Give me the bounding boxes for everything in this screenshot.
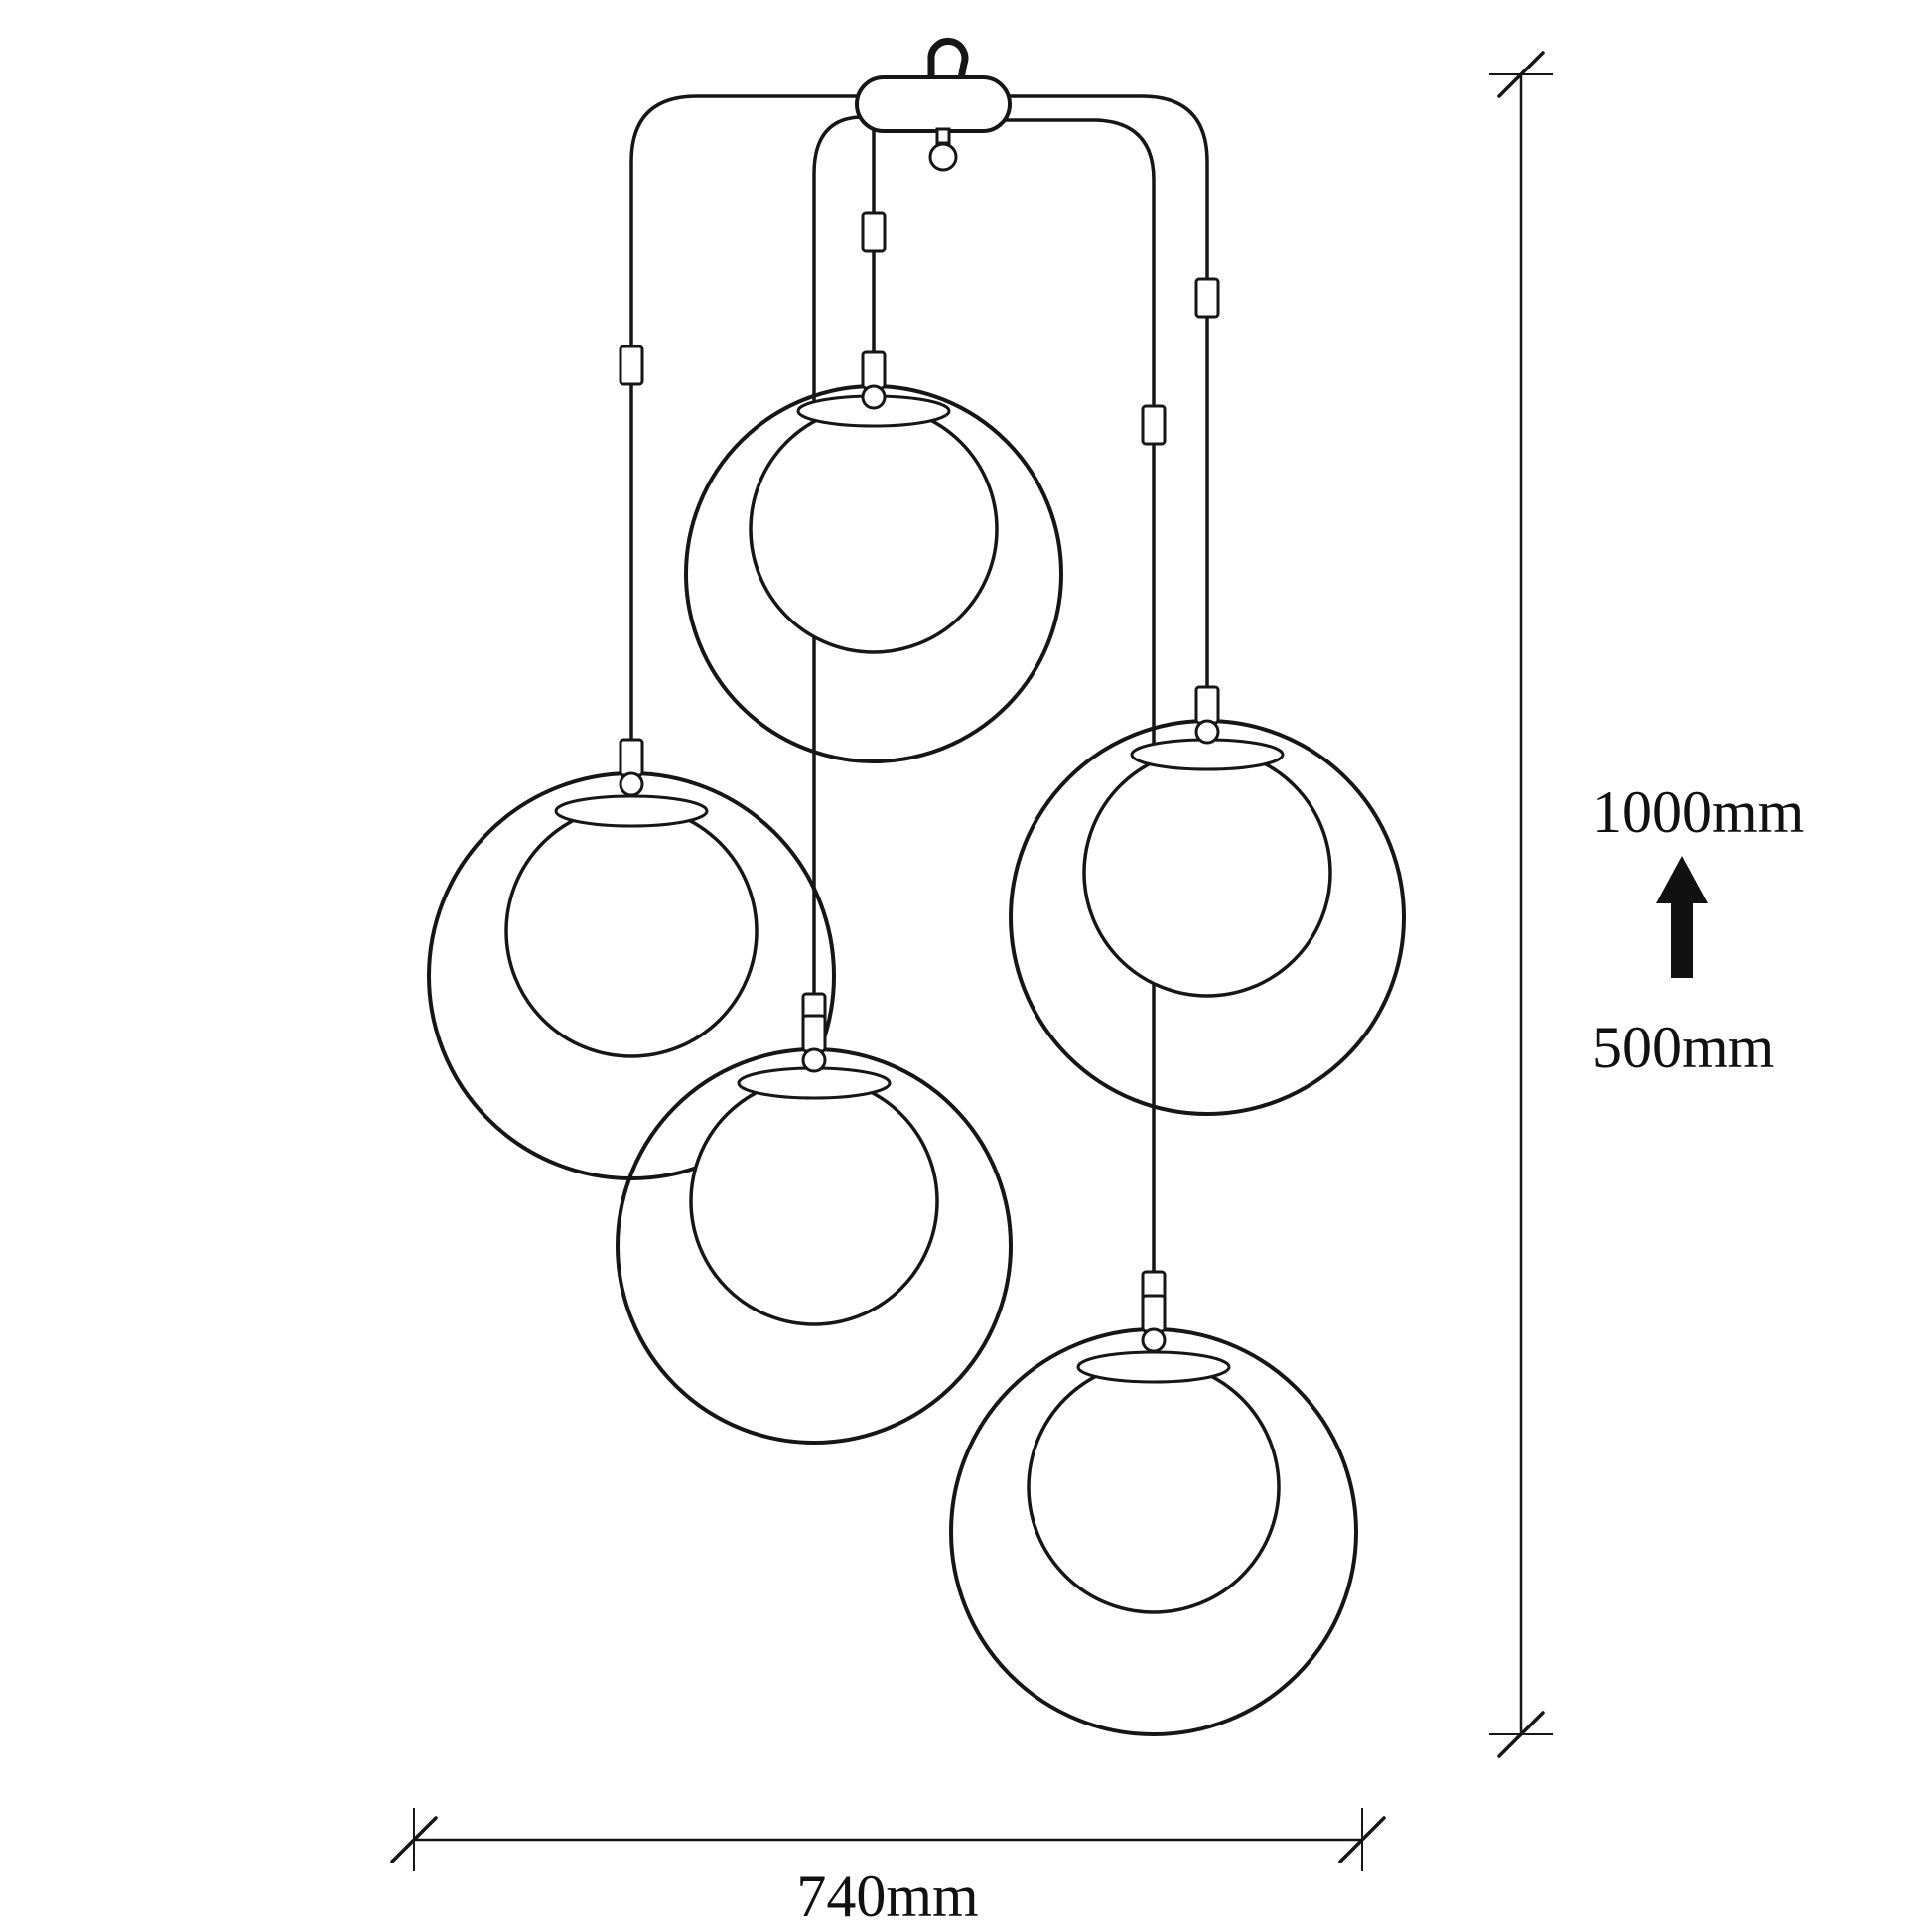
wire-pendant-5 xyxy=(1005,118,1156,1331)
ceiling-canopy xyxy=(855,38,1012,172)
ceiling-hook xyxy=(927,38,969,87)
dimension-tick xyxy=(1497,1711,1545,1758)
height-total-label: 1000mm xyxy=(1592,779,1804,845)
pendant-5 xyxy=(949,1294,1358,1736)
pendant-1 xyxy=(684,350,1063,763)
dimension-tick xyxy=(1497,51,1545,98)
up-arrow-icon xyxy=(1656,856,1708,978)
pendant-4 xyxy=(616,1014,1013,1445)
horizontal-dimension: 740mm xyxy=(390,1808,1386,1929)
vertical-dimension: 1000mm 500mm xyxy=(1489,51,1804,1758)
cord-sleeve xyxy=(861,211,887,253)
wire-pendant-3 xyxy=(1005,94,1209,723)
canopy-stem xyxy=(935,127,951,145)
ring-mount xyxy=(1194,685,1220,725)
ring-mount xyxy=(861,350,887,390)
cord-sleeve xyxy=(619,345,644,386)
canopy-knob xyxy=(928,142,958,172)
globe-shade xyxy=(504,804,759,1058)
pendant-3 xyxy=(1009,685,1406,1116)
globe-cap xyxy=(1076,1350,1231,1384)
canopy-body xyxy=(855,75,1012,133)
cord-sleeve xyxy=(1194,277,1220,319)
globe-shade xyxy=(1082,748,1332,998)
cord-sleeve xyxy=(1141,404,1167,446)
wire-pendant-2 xyxy=(629,94,862,775)
globe-shade xyxy=(1027,1360,1281,1614)
dimension-tick xyxy=(1338,1816,1386,1863)
globe-shade xyxy=(689,1076,939,1326)
ring-mount xyxy=(1141,1294,1167,1333)
globe-shade xyxy=(749,404,999,654)
ring-mount xyxy=(801,1014,827,1053)
wire-pendant-4 xyxy=(812,115,862,1051)
ring-knob xyxy=(1194,719,1220,745)
ring-knob xyxy=(1141,1327,1167,1353)
width-label: 740mm xyxy=(796,1863,978,1929)
ring-knob xyxy=(801,1047,827,1073)
ring-mount xyxy=(619,738,644,777)
ring-knob xyxy=(619,771,644,797)
height-partial-label: 500mm xyxy=(1592,1015,1774,1080)
dimension-tick xyxy=(390,1816,438,1863)
ring-knob xyxy=(861,384,887,410)
globe-cap xyxy=(554,794,709,828)
